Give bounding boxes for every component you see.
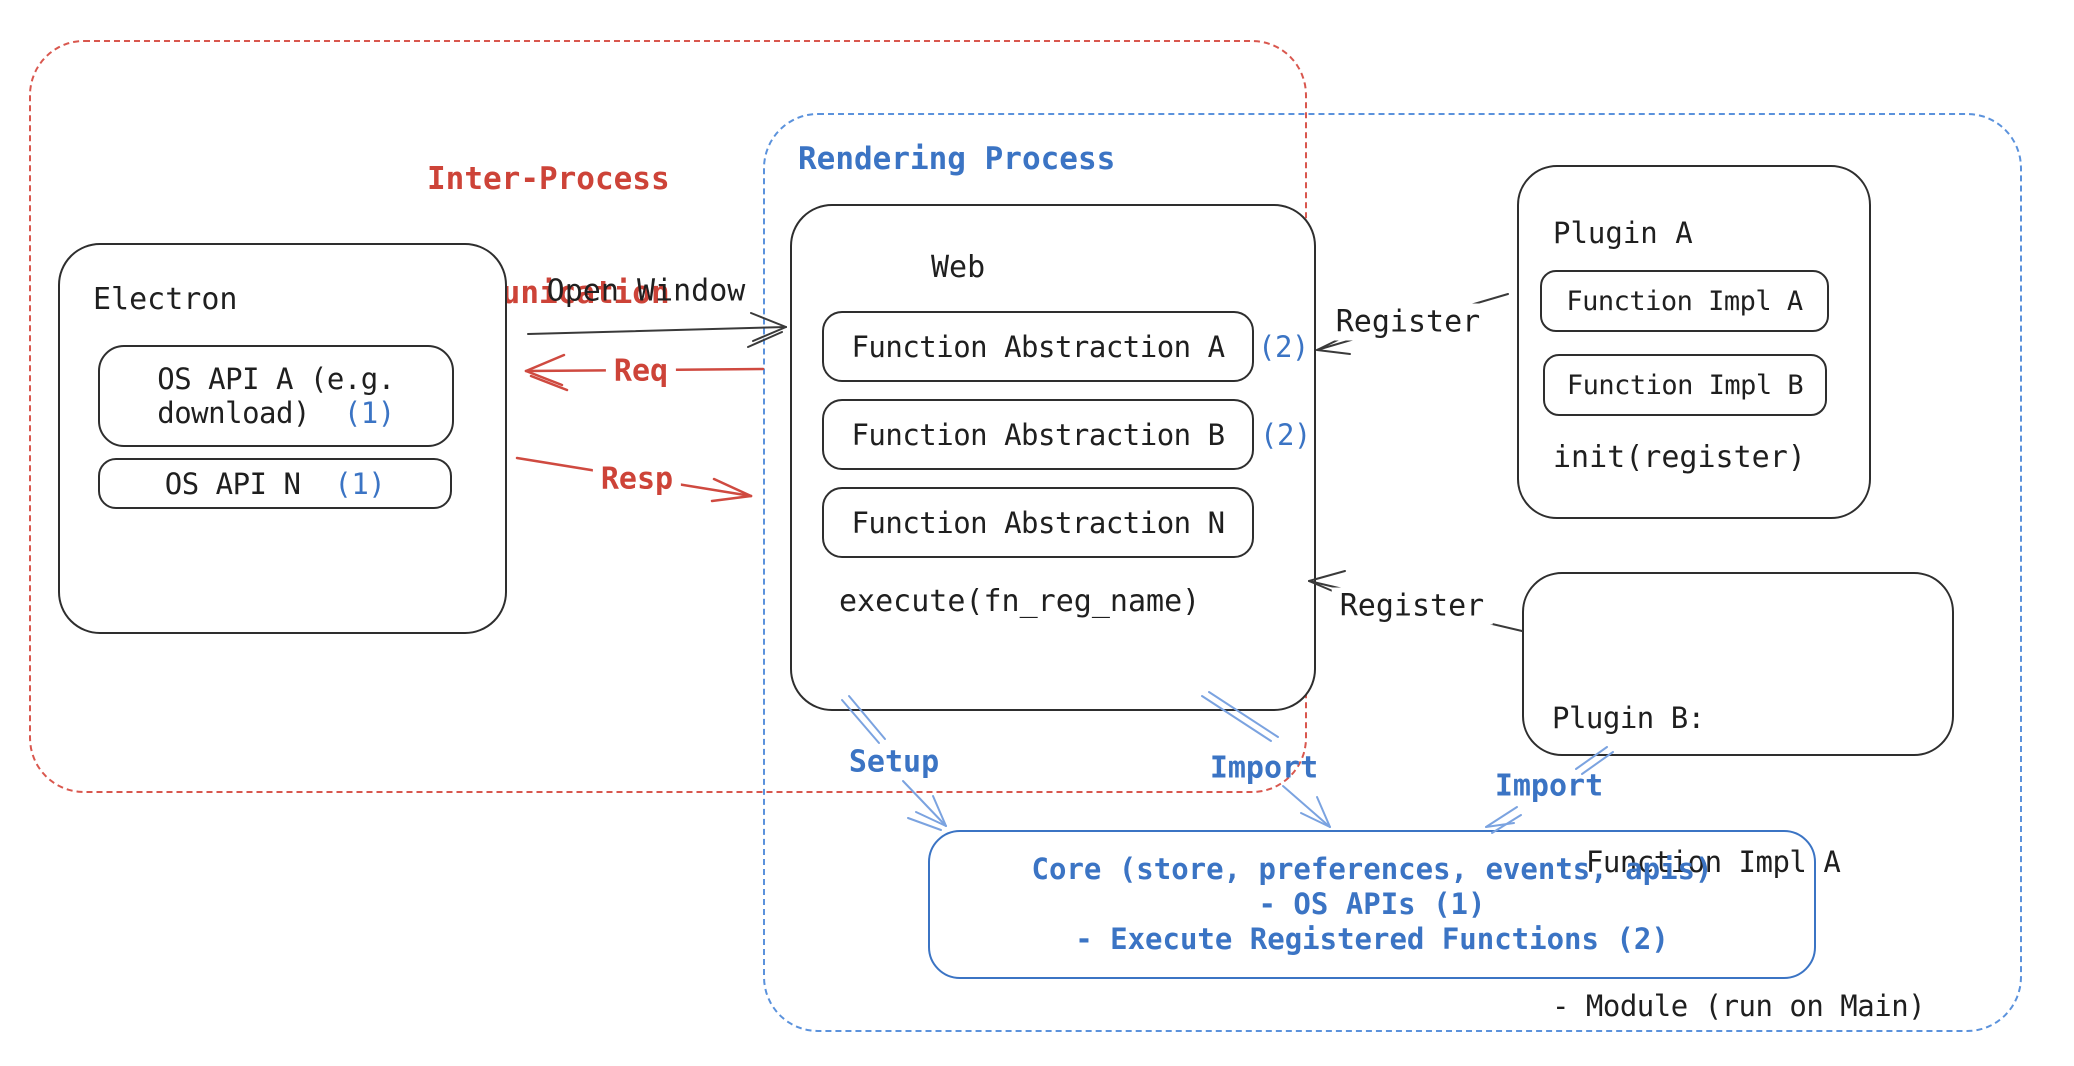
plugin-b-title: Plugin B:: [1552, 701, 1705, 735]
plugin-b-item-2: - Module (run on Main): [1552, 989, 1926, 1023]
function-impl-a-box: Function Impl A: [1540, 270, 1829, 332]
os-api-a-line2-text: download): [157, 396, 310, 430]
setup-label: Setup: [848, 744, 940, 780]
os-api-a-box: OS API A (e.g. download) (1): [98, 345, 454, 447]
os-api-a-badge: (1): [343, 396, 395, 430]
os-api-a-line1: OS API A (e.g.: [157, 362, 395, 396]
init-register-label: init(register): [1553, 440, 1806, 475]
resp-label: Resp: [592, 460, 682, 498]
function-impl-a-label: Function Impl A: [1566, 285, 1803, 317]
plugin-b-box: [1522, 572, 1954, 756]
function-abstraction-b-box: Function Abstraction B: [822, 399, 1254, 470]
import-plugin-label: Import: [1494, 768, 1604, 804]
function-abstraction-a-box: Function Abstraction A: [822, 311, 1254, 382]
function-abstraction-a-label: Function Abstraction A: [851, 329, 1225, 364]
core-box: Core (store, preferences, events, apis) …: [928, 830, 1816, 979]
function-impl-b-box: Function Impl B: [1543, 354, 1827, 416]
function-impl-b-label: Function Impl B: [1566, 369, 1804, 401]
core-line-1: Core (store, preferences, events, apis): [1031, 852, 1713, 886]
plugin-a-box: [1517, 165, 1871, 519]
os-api-a-line2: download) (1): [157, 396, 395, 430]
rendering-group-label: Rendering Process: [798, 141, 1116, 177]
rendering-group-frame: [763, 113, 2022, 1032]
execute-label: execute(fn_reg_name): [839, 584, 1201, 619]
import-web-label: Import: [1209, 750, 1319, 786]
function-abstraction-n-label: Function Abstraction N: [851, 505, 1225, 540]
os-api-n-box: OS API N (1): [98, 458, 452, 509]
plugin-a-title: Plugin A: [1553, 216, 1693, 250]
core-line-3: - Execute Registered Functions (2): [1075, 922, 1669, 956]
function-abstraction-a-badge: (2): [1258, 330, 1309, 364]
core-line-2: - OS APIs (1): [1258, 887, 1486, 921]
os-api-n-label: OS API N (1): [164, 466, 386, 501]
ipc-label-line1: Inter-Process: [427, 161, 670, 197]
function-abstraction-b-badge: (2): [1260, 418, 1311, 452]
os-api-n-badge: (1): [334, 466, 386, 501]
register-a-label: Register: [1327, 303, 1489, 341]
req-label: Req: [605, 352, 677, 390]
register-b-label: Register: [1331, 587, 1493, 625]
function-abstraction-b-label: Function Abstraction B: [851, 417, 1225, 452]
web-title: Web: [931, 250, 986, 285]
function-abstraction-n-box: Function Abstraction N: [822, 487, 1254, 558]
open-window-label: Open Window: [546, 273, 746, 309]
electron-title: Electron: [93, 282, 238, 317]
